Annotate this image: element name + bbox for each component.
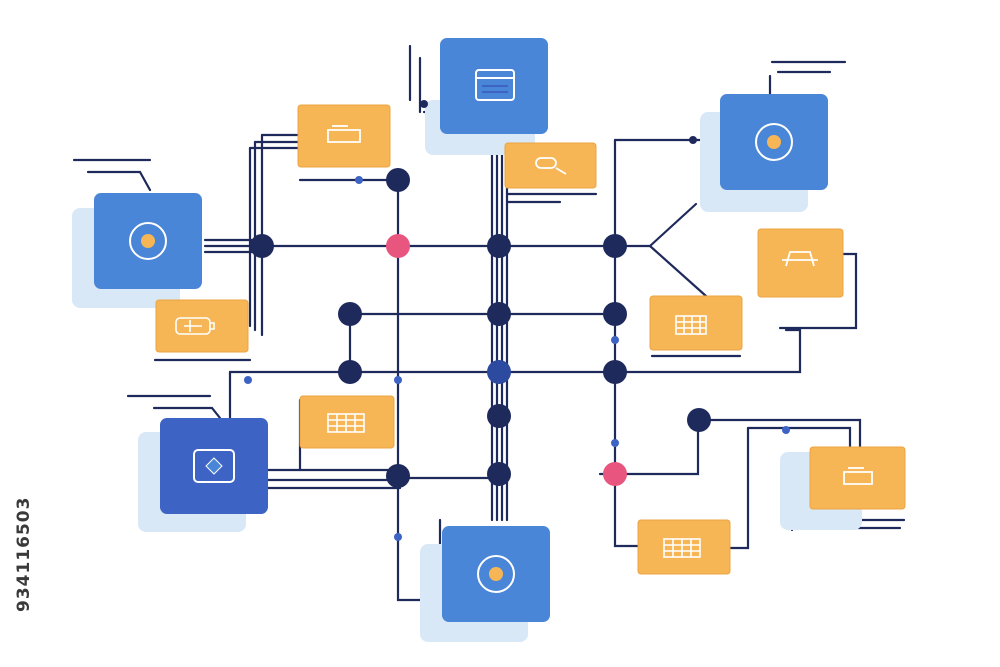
orange-node-o4[interactable]: [649, 295, 743, 351]
blue-node-right[interactable]: [720, 94, 828, 190]
search-icon: [535, 157, 567, 175]
blue-node-bottom-left[interactable]: [160, 418, 268, 514]
grid-icon: [663, 538, 701, 558]
orange-node-o2[interactable]: [504, 142, 597, 189]
grid-icon: [327, 413, 365, 433]
target-icon: [129, 222, 167, 260]
window-icon: [475, 69, 515, 101]
orange-node-o3[interactable]: [757, 228, 844, 298]
orange-node-o7[interactable]: [809, 446, 906, 510]
orange-node-o1[interactable]: [297, 104, 391, 168]
battery-icon: [175, 317, 215, 335]
watermark-id: 934116503: [14, 496, 34, 612]
target-icon: [477, 555, 515, 593]
orange-node-o6[interactable]: [299, 395, 395, 449]
bench-icon: [782, 251, 818, 267]
blue-node-bottom[interactable]: [442, 526, 550, 622]
folder-icon: [843, 467, 873, 485]
connector-lines: [72, 44, 906, 602]
highlight-dots: [386, 234, 627, 486]
blue-node-top[interactable]: [440, 38, 548, 134]
diamond-icon: [193, 449, 235, 483]
orange-node-o5[interactable]: [155, 299, 249, 353]
blue-node-left[interactable]: [94, 193, 202, 289]
orange-node-o8[interactable]: [637, 519, 731, 575]
watermark: 934116503: [12, 430, 34, 612]
folder-icon: [327, 125, 361, 143]
junction-dots: [244, 100, 790, 541]
target-icon: [755, 123, 793, 161]
grid-icon: [675, 315, 707, 335]
